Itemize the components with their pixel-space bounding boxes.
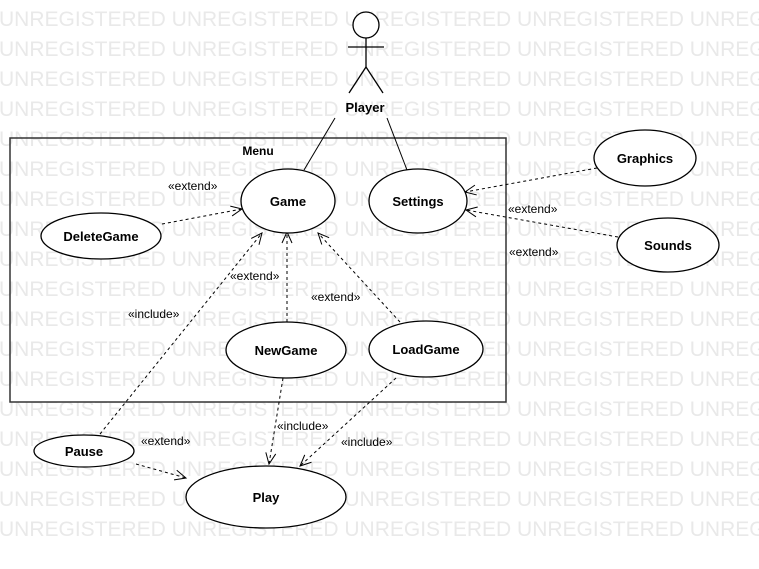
- relationship-label: «extend»: [141, 434, 191, 448]
- use-case-deletegame[interactable]: DeleteGame: [40, 212, 162, 260]
- use-case-label: Game: [270, 194, 306, 209]
- use-case-label: Sounds: [644, 238, 692, 253]
- system-boundary: Menu: [9, 137, 507, 403]
- relationship-label: «include»: [128, 307, 180, 321]
- relationship-pause-play: [135, 463, 188, 481]
- relationship-newgame-play: [265, 377, 284, 466]
- use-case-label: Settings: [392, 194, 443, 209]
- use-case-label: Graphics: [617, 151, 673, 166]
- relationship-label: «include»: [341, 435, 393, 449]
- use-case-pause[interactable]: Pause: [33, 434, 135, 468]
- relationship-label: «extend»: [230, 269, 280, 283]
- use-case-label: NewGame: [255, 343, 318, 358]
- use-case-loadgame[interactable]: LoadGame: [368, 320, 484, 378]
- relationship-loadgame-game: [317, 232, 401, 323]
- relationship-loadgame-play: [299, 377, 397, 467]
- association-player-game: [303, 117, 336, 171]
- use-case-play[interactable]: Play: [185, 465, 347, 529]
- system-boundary-label: Menu: [242, 144, 273, 158]
- use-case-graphics[interactable]: Graphics: [593, 129, 697, 187]
- use-case-game[interactable]: Game: [240, 168, 336, 234]
- use-case-label: DeleteGame: [63, 229, 138, 244]
- use-case-label: Pause: [65, 444, 103, 459]
- actor-label: Player: [345, 100, 384, 115]
- relationship-label: «extend»: [508, 202, 558, 216]
- relationship-label: «extend»: [311, 290, 361, 304]
- relationship-label: «extend»: [168, 179, 218, 193]
- relationship-label: «extend»: [509, 245, 559, 259]
- relationship-deletegame-game: [161, 205, 244, 225]
- use-case-settings[interactable]: Settings: [368, 168, 468, 234]
- relationship-label: «include»: [277, 419, 329, 433]
- actor-player[interactable]: Player: [345, 11, 385, 115]
- actor-stick-figure-icon: [348, 11, 384, 94]
- use-case-newgame[interactable]: NewGame: [225, 321, 347, 379]
- relationship-graphics-settings: [463, 167, 598, 196]
- use-case-label: Play: [253, 490, 281, 505]
- use-case-label: LoadGame: [392, 342, 459, 357]
- relationship-pause-game: [99, 232, 263, 435]
- relationship-sounds-settings: [464, 206, 619, 238]
- use-case-sounds[interactable]: Sounds: [616, 217, 720, 273]
- association-player-settings: [386, 117, 408, 171]
